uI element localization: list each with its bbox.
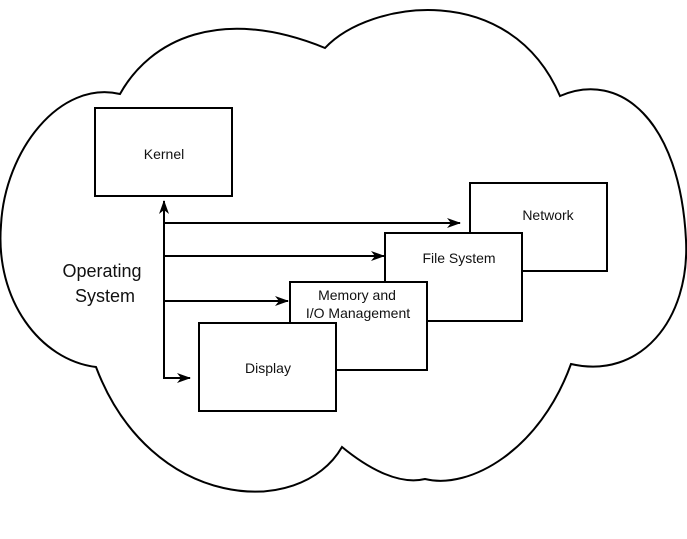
- os-label-line1: Operating: [62, 261, 141, 281]
- memory-io-label-line2: I/O Management: [306, 305, 410, 321]
- connectors: [159, 200, 461, 383]
- network-label: Network: [522, 207, 574, 223]
- memory-io-label-line1: Memory and: [318, 287, 396, 303]
- display-label: Display: [245, 360, 291, 376]
- kernel-label: Kernel: [144, 146, 184, 162]
- os-label-line2: System: [75, 286, 135, 306]
- kernel-box: Kernel: [94, 107, 233, 197]
- file-system-label: File System: [422, 250, 495, 266]
- display-box: Display: [198, 322, 337, 412]
